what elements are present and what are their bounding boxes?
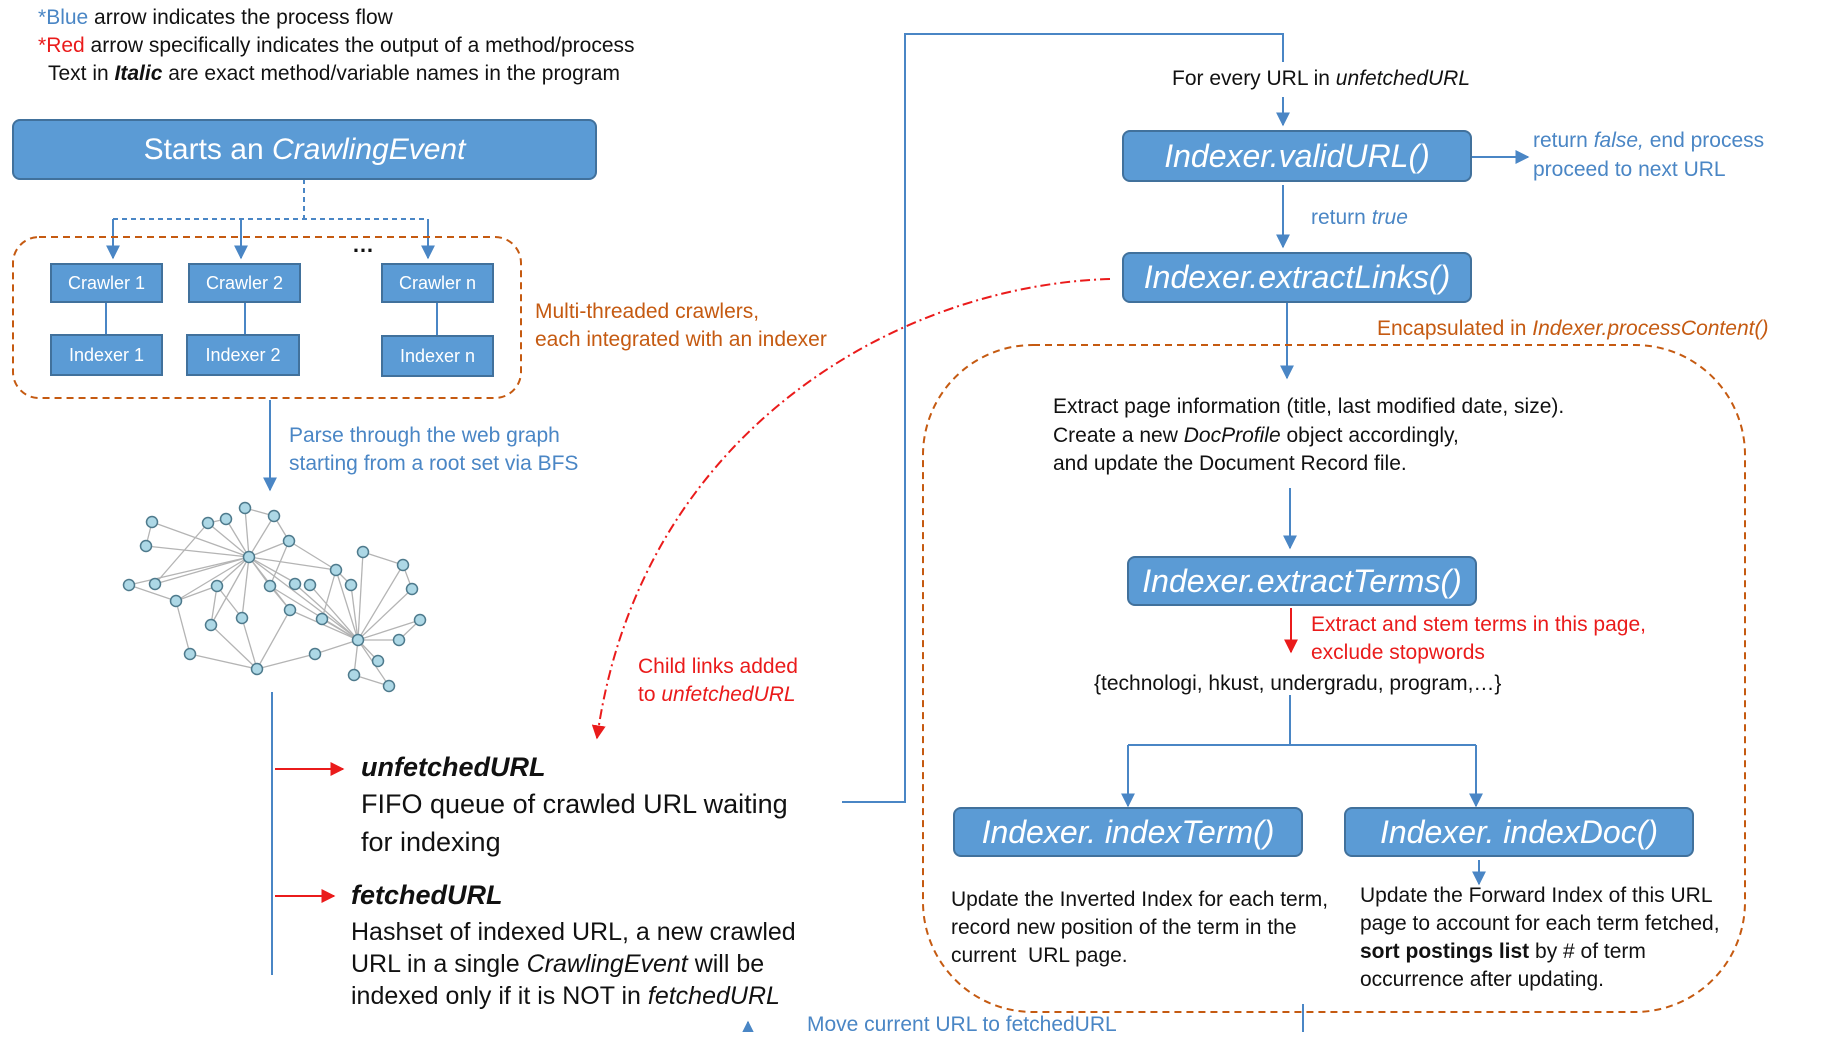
legend-italic-rest: are exact method/variable names in the p… [162, 62, 620, 85]
child-links-note-2: to unfetchedURL [638, 683, 796, 707]
extract-info-2-suffix: object accordingly, [1280, 424, 1459, 447]
for-every-name: unfetchedURL [1335, 67, 1471, 90]
return-false-prefix: return [1533, 129, 1594, 152]
index-doc-desc-3-rest: by # of term [1529, 940, 1646, 963]
extract-info-2-name: DocProfile [1183, 424, 1281, 447]
move-current-url-note: Move current URL to fetchedURL [807, 1013, 1117, 1036]
extract-info-3: and update the Document Record file. [1053, 452, 1407, 475]
multi-threaded-note-2: each integrated with an indexer [535, 328, 827, 351]
encapsulated-note: Encapsulated in Indexer.processContent() [1377, 317, 1768, 341]
legend-italic-prefix: Text in [48, 62, 115, 85]
fetched-desc-2-prefix: URL in a single [351, 950, 527, 978]
fetched-desc-2: URL in a single CrawlingEvent will be [351, 950, 764, 979]
child-links-note-1: Child links added [638, 655, 798, 678]
ellipsis-label: … [352, 232, 374, 257]
terms-example: {technologi, hkust, undergradu, program,… [1094, 672, 1502, 695]
fetched-desc-3: indexed only if it is NOT in fetchedURL [351, 982, 780, 1011]
unfetched-desc-1: FIFO queue of crawled URL waiting [361, 789, 788, 819]
child-links-name: unfetchedURL [661, 683, 796, 706]
unfetched-title: unfetchedURL [361, 752, 546, 782]
return-false-value: false, [1593, 129, 1644, 152]
legend-italic-word: Italic [114, 62, 163, 85]
fetched-desc-2-suffix: will be [687, 950, 765, 978]
return-false-note-1: return false, end process [1533, 129, 1764, 153]
return-true-note: return true [1311, 206, 1408, 230]
legend-red-star: * [38, 34, 47, 57]
indexer-1-box: Indexer 1 [50, 334, 163, 376]
indexer-2-box: Indexer 2 [186, 334, 300, 376]
child-links-prefix: to [638, 683, 662, 706]
for-every-prefix: For every URL in [1172, 67, 1336, 90]
encapsulated-name: Indexer.processContent() [1532, 317, 1769, 340]
legend-red-rest: arrow specifically indicates the output … [84, 34, 635, 57]
index-term-desc-3: current URL page. [951, 944, 1128, 967]
extract-terms-box: Indexer.extractTerms() [1127, 556, 1477, 606]
return-false-rest: end process [1643, 129, 1765, 152]
parse-note-1: Parse through the web graph [289, 424, 560, 447]
fetched-desc-2-name: CrawlingEvent [526, 950, 688, 978]
legend-blue-rest: arrow indicates the process flow [88, 6, 393, 29]
unfetched-desc-2: for indexing [361, 827, 501, 857]
start-crawling-event-box: Starts an CrawlingEvent [12, 119, 597, 180]
legend-blue: *Blue arrow indicates the process flow [38, 6, 393, 30]
legend-blue-star: * [38, 6, 47, 29]
return-false-note-2: proceed to next URL [1533, 158, 1726, 181]
stem-note-1: Extract and stem terms in this page, [1311, 613, 1646, 636]
for-every-url: For every URL in unfetchedURL [1172, 67, 1470, 91]
legend-blue-word: Blue [46, 6, 89, 29]
extract-info-2-prefix: Create a new [1053, 424, 1184, 447]
fetched-title: fetchedURL [351, 880, 503, 910]
fetched-desc-3-name: fetchedURL [647, 982, 780, 1010]
index-doc-desc-4: occurrence after updating. [1360, 968, 1604, 991]
index-doc-desc-1: Update the Forward Index of this URL [1360, 884, 1713, 907]
encapsulated-prefix: Encapsulated in [1377, 317, 1533, 340]
index-doc-desc-2: page to account for each term fetched, [1360, 912, 1720, 935]
index-term-desc-1: Update the Inverted Index for each term, [951, 888, 1329, 911]
index-term-desc-2: record new position of the term in the [951, 916, 1297, 939]
crawler-2-box: Crawler 2 [188, 263, 301, 303]
legend-red: *Red arrow specifically indicates the ou… [38, 34, 635, 58]
start-box-name: CrawlingEvent [271, 132, 466, 166]
index-doc-desc-3-bold: sort postings list [1360, 940, 1530, 963]
crawler-1-box: Crawler 1 [50, 263, 163, 303]
indexer-n-box: Indexer n [381, 335, 494, 377]
valid-url-box: Indexer.validURL() [1122, 130, 1472, 182]
extract-info-2: Create a new DocProfile object according… [1053, 424, 1459, 448]
fetched-desc-3-prefix: indexed only if it is NOT in [351, 982, 648, 1010]
fetched-desc-1: Hashset of indexed URL, a new crawled [351, 918, 796, 946]
return-true-prefix: return [1311, 206, 1372, 229]
legend-italic: Text in Italic are exact method/variable… [48, 62, 620, 86]
index-doc-desc-3: sort postings list by # of term [1360, 940, 1646, 964]
legend-red-word: Red [46, 34, 85, 57]
stem-note-2: exclude stopwords [1311, 641, 1485, 664]
index-term-box: Indexer. indexTerm() [953, 807, 1303, 857]
multi-threaded-note-1: Multi-threaded crawlers, [535, 300, 760, 323]
parse-note-2: starting from a root set via BFS [289, 452, 579, 475]
crawler-n-box: Crawler n [381, 263, 494, 303]
return-true-value: true [1371, 206, 1408, 229]
index-doc-box: Indexer. indexDoc() [1344, 807, 1694, 857]
start-box-prefix: Starts an [143, 132, 272, 166]
extract-links-box: Indexer.extractLinks() [1122, 252, 1472, 303]
extract-info-1: Extract page information (title, last mo… [1053, 395, 1565, 418]
